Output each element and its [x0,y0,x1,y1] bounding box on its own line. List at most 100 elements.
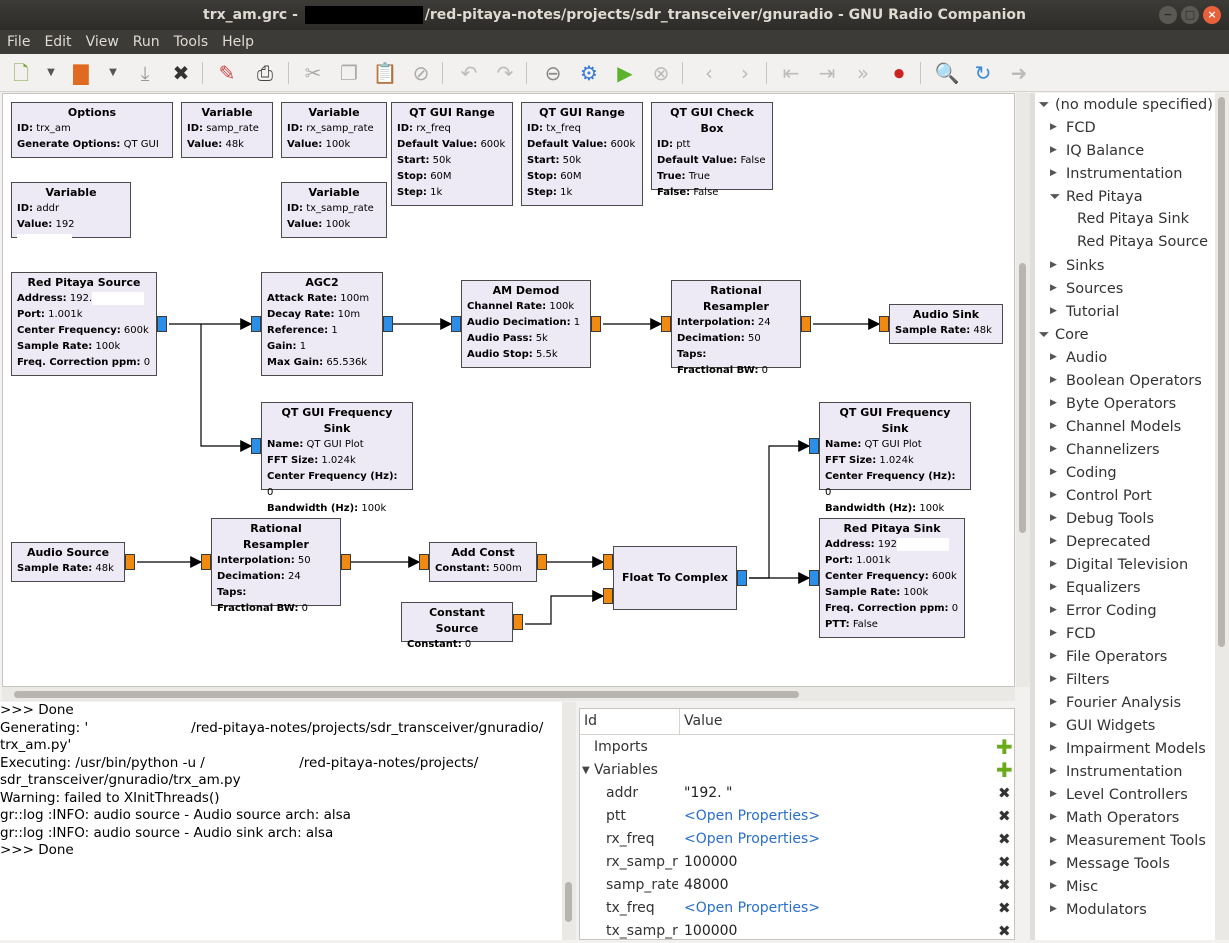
output-port[interactable] [383,316,393,332]
variable-value[interactable]: <Open Properties> [684,808,821,824]
variable-value[interactable]: 48000 [684,877,729,893]
minimize-button[interactable]: − [1159,6,1177,24]
collapsed-arrow-icon[interactable]: ▶ [1050,122,1057,132]
input-port[interactable] [603,588,613,604]
delete-variable-icon[interactable]: ✖ [998,876,1011,894]
block-rational-resampler-tx[interactable]: Rational Resampler Interpolation: 50 Dec… [211,518,341,614]
block-qt-gui-range-tx[interactable]: QT GUI Range ID: tx_freq Default Value: … [521,102,643,206]
collapsed-arrow-icon[interactable]: ▶ [1050,467,1057,477]
tree-item[interactable]: ▶Boolean Operators [1050,369,1202,393]
tree-item[interactable]: ▶Fourier Analysis [1050,691,1181,715]
input-port[interactable] [603,554,613,570]
stop-record-icon[interactable]: ⏺ [894,61,904,85]
variable-row[interactable]: tx_freq <Open Properties> ✖ [580,897,1014,920]
collapsed-arrow-icon[interactable]: ▶ [1050,881,1057,891]
console-scrollbar[interactable] [562,702,576,940]
new-dropdown-icon[interactable]: ▼ [47,67,55,78]
output-port[interactable] [513,614,523,630]
collapsed-arrow-icon[interactable]: ▶ [1050,651,1057,661]
delete-variable-icon[interactable]: ✖ [998,853,1011,871]
column-id[interactable]: Id [584,713,598,729]
menu-file[interactable]: File [7,34,31,50]
variable-row[interactable]: samp_rate 48000 ✖ [580,874,1014,897]
block-qt-gui-frequency-sink-rx[interactable]: QT GUI Frequency Sink Name: QT GUI Plot … [261,402,413,514]
collapsed-arrow-icon[interactable]: ▶ [1050,743,1057,753]
block-variable-addr[interactable]: Variable ID: addr Value: 192 [11,182,131,247]
delete-variable-icon[interactable]: ✖ [998,922,1011,940]
stop-icon[interactable]: ⊗ [652,61,670,85]
collapsed-arrow-icon[interactable]: ▶ [1050,628,1057,638]
block-red-pitaya-sink[interactable]: Red Pitaya Sink Address: 192 Port: 1.001… [819,518,965,638]
expanded-arrow-icon[interactable]: ◢ [1048,188,1061,201]
generate-icon[interactable]: ⚙ [580,61,598,85]
new-icon[interactable]: 🗋 [12,61,30,85]
tree-item[interactable]: ▶FCD [1050,622,1096,646]
add-import-icon[interactable]: ✚ [996,735,1013,759]
delete-variable-icon[interactable]: ✖ [998,830,1011,848]
tree-item[interactable]: ◢Core [1038,323,1089,347]
collapsed-arrow-icon[interactable]: ▶ [1050,720,1057,730]
tree-item[interactable]: ▶File Operators [1050,645,1167,669]
maximize-button[interactable]: □ [1181,6,1199,24]
variables-row[interactable]: ▼ Variables ✚ [580,759,1014,782]
menu-view[interactable]: View [85,34,119,50]
block-audio-sink[interactable]: Audio Sink Sample Rate: 48k [889,304,1003,344]
variable-row[interactable]: rx_freq <Open Properties> ✖ [580,828,1014,851]
disable-block-icon[interactable]: » [856,61,870,85]
collapsed-arrow-icon[interactable]: ▶ [1050,858,1057,868]
menu-tools[interactable]: Tools [173,34,209,50]
block-rational-resampler-rx[interactable]: Rational Resampler Interpolation: 24 Dec… [671,280,801,376]
scroll-thumb[interactable] [1218,97,1225,647]
collapsed-arrow-icon[interactable]: ▶ [1050,766,1057,776]
scroll-thumb[interactable] [565,882,572,922]
block-qt-gui-frequency-sink-tx[interactable]: QT GUI Frequency Sink Name: QT GUI Plot … [819,402,971,514]
collapsed-arrow-icon[interactable]: ▶ [1050,697,1057,707]
output-port[interactable] [157,316,167,332]
variable-row[interactable]: addr "192. " ✖ [580,782,1014,805]
collapsed-arrow-icon[interactable]: ▶ [1050,283,1057,293]
input-port[interactable] [451,316,461,332]
paste-icon[interactable]: 📋 [372,61,398,85]
imports-row[interactable]: Imports ✚ [580,736,1014,759]
tree-item[interactable]: ▶Instrumentation [1050,760,1182,784]
close-icon[interactable]: ✖ [172,61,190,85]
close-window-button[interactable]: × [1203,6,1221,24]
enable-icon[interactable]: ⇤ [782,61,800,85]
output-port[interactable] [537,554,547,570]
tree-item[interactable]: ▶Impairment Models [1050,737,1206,761]
delete-variable-icon[interactable]: ✖ [998,899,1011,917]
undo-icon[interactable]: ↶ [460,61,478,85]
tree-item[interactable]: ▶Deprecated [1050,530,1151,554]
variable-row[interactable]: ptt <Open Properties> ✖ [580,805,1014,828]
block-red-pitaya-source[interactable]: Red Pitaya Source Address: 192. Port: 1.… [11,272,157,376]
copy-icon[interactable]: ❐ [340,61,358,85]
variable-value[interactable]: "192. " [684,785,733,801]
block-variable-tx-samp-rate[interactable]: Variable ID: tx_samp_rate Value: 100k [281,182,387,238]
output-port[interactable] [737,570,747,586]
collapsed-arrow-icon[interactable]: ▶ [1050,490,1057,500]
collapsed-arrow-icon[interactable]: ▶ [1050,306,1057,316]
tree-item[interactable]: Red Pitaya Source [1061,231,1208,254]
add-variable-icon[interactable]: ✚ [996,758,1013,782]
forward-icon[interactable]: ➜ [1010,61,1028,85]
collapsed-arrow-icon[interactable]: ▶ [1050,513,1057,523]
tree-item[interactable]: ▶Debug Tools [1050,507,1154,531]
edit-icon[interactable]: ✎ [218,61,236,85]
save-icon[interactable]: ⤓ [140,61,150,85]
pane-divider[interactable] [1030,93,1035,940]
collapsed-arrow-icon[interactable]: ▶ [1050,835,1057,845]
disable-icon[interactable]: ⊖ [544,61,562,85]
tree-item[interactable]: ▶Instrumentation [1050,162,1182,186]
collapsed-arrow-icon[interactable]: ▶ [1050,812,1057,822]
block-am-demod[interactable]: AM Demod Channel Rate: 100k Audio Decima… [461,280,591,368]
block-qt-gui-range-rx[interactable]: QT GUI Range ID: rx_freq Default Value: … [391,102,513,206]
tree-item[interactable]: ▶Message Tools [1050,852,1170,876]
menu-run[interactable]: Run [132,34,160,50]
expand-arrow-icon[interactable]: ▼ [582,765,590,776]
block-audio-source[interactable]: Audio Source Sample Rate: 48k [11,542,125,582]
tree-item[interactable]: ◢(no module specified) [1038,93,1213,117]
block-variable-rx-samp-rate[interactable]: Variable ID: rx_samp_rate Value: 100k [281,102,387,158]
block-add-const[interactable]: Add Const Constant: 500m [429,542,537,582]
redo-icon[interactable]: ↷ [496,61,514,85]
canvas-horizontal-scrollbar[interactable] [2,687,1015,701]
